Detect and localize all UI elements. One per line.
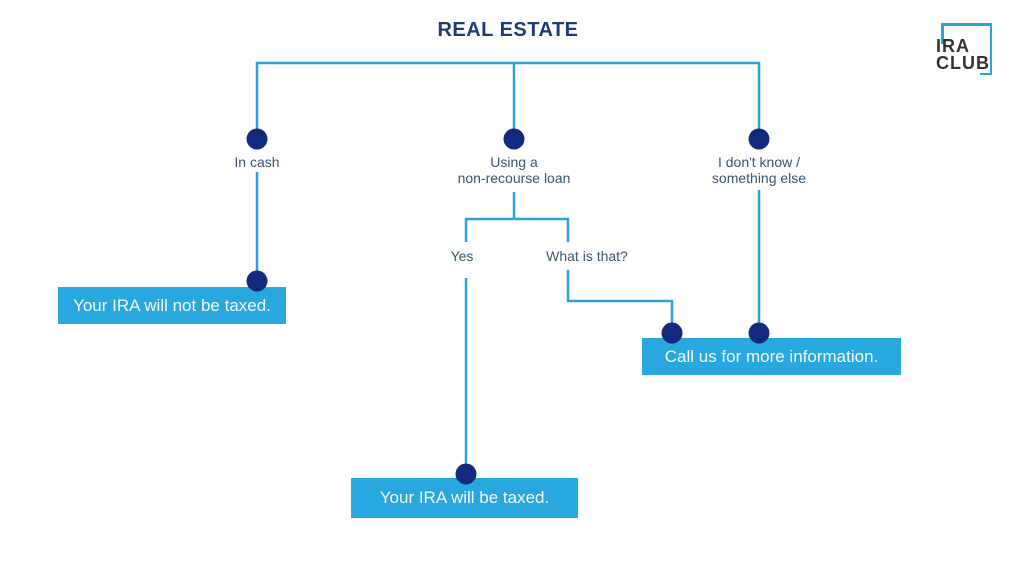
logo-square-left-edge [941, 23, 944, 44]
node-dot-loan [503, 128, 525, 150]
trunk-connector [255, 61, 761, 129]
outcome-box-call-us: Call us for more information. [642, 338, 901, 375]
ira-club-logo: IRA CLUB [935, 15, 997, 77]
loan-split-connector [464, 192, 570, 242]
node-dot-dont-know [748, 128, 770, 150]
logo-square-right-edge [989, 23, 992, 75]
branch-label-dont-know: I don't know / something else [711, 154, 807, 186]
logo-square-top-edge [941, 23, 992, 26]
sub-branch-label-what-is-that: What is that? [546, 248, 628, 264]
logo-line-club: CLUB [936, 53, 990, 73]
sub-branch-label-yes: Yes [450, 248, 474, 264]
logo-wordmark: IRA CLUB [936, 36, 990, 73]
logo-line-ira: IRA [936, 36, 970, 56]
logo-square-bottom-edge [980, 72, 992, 75]
outcome-box-not-taxed: Your IRA will not be taxed. [58, 287, 286, 324]
outcome-box-taxed: Your IRA will be taxed. [351, 478, 578, 518]
branch-label-in-cash: In cash [234, 154, 280, 170]
node-dot-in-cash [246, 128, 268, 150]
branch-label-non-recourse-loan: Using a non-recourse loan [457, 154, 571, 186]
what-is-that-elbow-connector [566, 270, 674, 331]
page-title: REAL ESTATE [437, 19, 579, 41]
